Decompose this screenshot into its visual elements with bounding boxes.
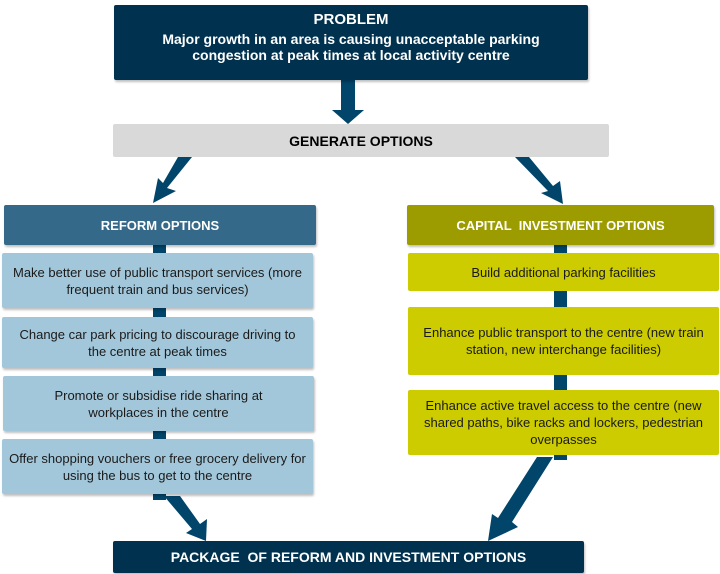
reform-option-item: Offer shopping vouchers or free grocery …	[2, 439, 313, 494]
package-options-box: PACKAGE OF REFORM AND INVESTMENT OPTIONS	[113, 541, 584, 573]
generate-options-box: GENERATE OPTIONS	[113, 124, 609, 157]
reform-option-text: Promote or subsidise ride sharing at wor…	[54, 387, 263, 420]
generate-options-label: GENERATE OPTIONS	[289, 132, 433, 149]
problem-description: Major growth in an area is causing unacc…	[162, 31, 540, 63]
arrow-down-right-icon	[515, 157, 563, 204]
reform-option-item: Make better use of public transport serv…	[2, 253, 313, 308]
arrow-down-right-icon	[164, 496, 207, 541]
reform-option-item: Change car park pricing to discourage dr…	[2, 317, 313, 368]
package-options-label: PACKAGE OF REFORM AND INVESTMENT OPTIONS	[170, 549, 527, 565]
capital-option-item: Enhance active travel access to the cent…	[408, 390, 719, 455]
problem-box: PROBLEM Major growth in an area is causi…	[114, 5, 588, 80]
capital-option-text: Enhance active travel access to the cent…	[424, 398, 703, 447]
capital-option-text: Enhance public transport to the centre (…	[423, 325, 704, 357]
capital-investment-options-header: CAPITAL INVESTMENT OPTIONS	[407, 205, 714, 245]
reform-option-text: Offer shopping vouchers or free grocery …	[9, 450, 306, 483]
reform-option-item: Promote or subsidise ride sharing at wor…	[3, 376, 314, 431]
reform-options-label: REFORM OPTIONS	[100, 217, 220, 233]
problem-title: PROBLEM	[313, 11, 389, 28]
capital-option-item: Build additional parking facilities	[408, 253, 719, 291]
reform-options-header: REFORM OPTIONS	[4, 205, 316, 245]
reform-option-text: Make better use of public transport serv…	[12, 264, 302, 297]
capital-option-text: Build additional parking facilities	[471, 264, 656, 280]
arrow-down-left-icon	[153, 157, 192, 203]
capital-investment-options-label: CAPITAL INVESTMENT OPTIONS	[456, 217, 665, 233]
reform-option-text: Change car park pricing to discourage dr…	[19, 326, 296, 359]
arrow-down-left-icon	[488, 457, 553, 541]
capital-option-item: Enhance public transport to the centre (…	[408, 307, 719, 375]
arrow-down-icon	[332, 80, 364, 124]
